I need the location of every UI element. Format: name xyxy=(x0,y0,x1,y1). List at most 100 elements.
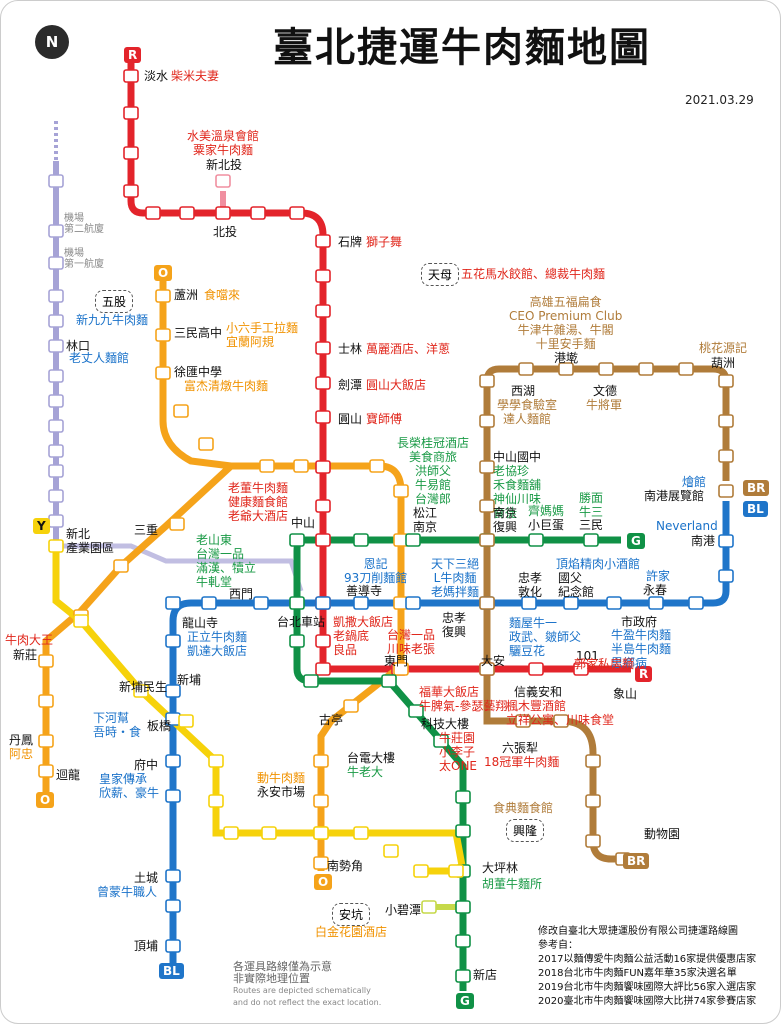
station-danfeng: 丹鳳 xyxy=(9,733,34,747)
station-banqiao: 板橋 xyxy=(147,719,172,733)
station-marker xyxy=(201,596,217,610)
station-marker xyxy=(259,459,275,473)
shop-xuhui: 富杰清燉牛肉麵 xyxy=(184,379,269,393)
station-shipai: 石牌 xyxy=(338,235,363,249)
station-xinyi-anhe: 信義安和 xyxy=(514,685,563,699)
station-marker xyxy=(313,856,329,870)
terminal-bl2-badge: BL xyxy=(743,501,768,517)
station-marker xyxy=(455,790,471,804)
station-tamsui: 淡水 xyxy=(144,69,169,83)
station-marker xyxy=(455,969,471,983)
shop-wende: 牛將軍 xyxy=(586,398,623,412)
station-marker xyxy=(261,826,277,840)
area-wugu: 五股 xyxy=(95,290,134,313)
station-marker xyxy=(48,394,64,408)
station-marker xyxy=(353,533,369,547)
shop-zhongxiao-xs: 天下三絕 L牛肉麵 老媽拌麵 xyxy=(431,557,480,599)
airport-t2: 機場 第二航廈 xyxy=(64,213,104,235)
station-marker xyxy=(293,459,309,473)
shop-ximen-area: 老山東 台灣一品 滿漢、犢立 牛軋堂 xyxy=(196,533,257,589)
terminal-o-badge: O xyxy=(154,265,173,281)
page-title: 臺北捷運牛肉麵地圖 xyxy=(273,25,651,71)
station-marker xyxy=(133,684,149,698)
shop-xinjiujiu: 新九九牛肉麵 xyxy=(76,313,149,327)
shop-nanjing-sanmin: 勝面 牛三 xyxy=(579,491,604,519)
station-yongchun: 永春 xyxy=(643,583,668,597)
station-nangang: 南港 xyxy=(691,534,716,548)
station-marker xyxy=(48,419,64,433)
station-marker xyxy=(718,534,734,548)
shop-yongchun: 許家 xyxy=(646,569,671,583)
shop-nangang-exh: 燴館 xyxy=(682,475,707,489)
station-marker xyxy=(585,754,601,768)
disclaimer-zh: 各運具路線僅為示意 非實際地理位置 xyxy=(233,960,332,985)
station-shilin: 士林 xyxy=(338,342,363,356)
station-marker xyxy=(165,684,181,698)
station-marker xyxy=(383,844,399,858)
station-marker xyxy=(165,869,181,883)
station-huzhou: 葫洲 xyxy=(711,356,736,370)
station-marker xyxy=(123,69,139,83)
station-marker xyxy=(313,794,329,808)
station-marker xyxy=(585,834,601,848)
station-marker xyxy=(165,789,181,803)
station-marker xyxy=(479,460,495,474)
station-marker xyxy=(155,328,171,342)
station-xindian: 新店 xyxy=(473,968,498,982)
station-marker xyxy=(48,224,64,238)
station-marker xyxy=(528,533,544,547)
station-marker xyxy=(518,362,534,376)
station-marker xyxy=(169,517,185,531)
station-yongan: 永安市場 xyxy=(257,785,306,799)
station-marker xyxy=(165,754,181,768)
station-nangang-exh: 南港展覽館 xyxy=(644,489,705,503)
station-marker xyxy=(393,662,409,676)
station-marker xyxy=(315,662,331,676)
station-marker xyxy=(315,341,331,355)
station-marker xyxy=(353,596,369,610)
station-linkou: 林口 xyxy=(66,339,91,353)
shop-danfeng: 阿忠 xyxy=(9,747,34,761)
station-marker xyxy=(479,662,495,676)
station-marker xyxy=(38,694,54,708)
shop-huzhou: 桃花源記 xyxy=(699,341,748,355)
station-fuzhong: 府中 xyxy=(134,758,159,772)
terminal-o3-badge: O xyxy=(314,874,333,890)
note-line-4: 2019台北市牛肉麵饗味國際大評比56家入選店家 xyxy=(538,982,757,993)
shop-zoo: 食典麵食館 xyxy=(493,801,554,815)
station-marker xyxy=(48,369,64,383)
station-sun-yat-sen: 國父 紀念館 xyxy=(558,571,595,599)
station-zhongshan: 中山 xyxy=(291,516,316,530)
station-sanmin: 三民高中 xyxy=(174,326,223,340)
station-jiantan: 劍潭 xyxy=(338,378,363,392)
station-marker xyxy=(585,794,601,808)
station-marker xyxy=(528,662,544,676)
station-marker xyxy=(73,614,89,628)
station-marker xyxy=(455,824,471,838)
shop-city-hall: 牛盈牛肉麵 半島牛肉麵 思鄉病 xyxy=(611,628,672,670)
station-marker xyxy=(48,174,64,188)
station-zhongshan-jh: 中山國中 xyxy=(493,450,542,464)
shop-jiantan: 圓山大飯店 xyxy=(366,378,427,392)
station-zhongxiao-dunhua: 忠孝 敦化 xyxy=(518,571,543,599)
shop-tucheng: 曾蒙牛職人 xyxy=(97,885,158,899)
shop-linkou: 老丈人麵館 xyxy=(69,351,130,365)
station-ximen: 西門 xyxy=(229,587,254,601)
station-marker xyxy=(48,314,64,328)
station-marker xyxy=(479,596,495,610)
line-blue xyxy=(169,501,730,966)
station-marker xyxy=(638,362,654,376)
station-marker xyxy=(208,794,224,808)
note-line-5: 2020臺北市牛肉麵饗味國際大比拼74家參賽店家 xyxy=(538,996,757,1007)
station-marker xyxy=(289,596,305,610)
station-marker xyxy=(606,596,622,610)
station-xiaobitan: 小碧潭 xyxy=(385,903,422,917)
station-marker xyxy=(253,596,269,610)
station-marker xyxy=(315,596,331,610)
shop-keji2: 牛莊園 小李子 太ONE xyxy=(439,731,478,773)
terminal-o2-badge: O xyxy=(36,792,55,808)
terminal-br2-badge: BR xyxy=(623,853,650,869)
station-taipower: 台電大樓 xyxy=(347,751,396,765)
station-marker xyxy=(315,376,331,390)
